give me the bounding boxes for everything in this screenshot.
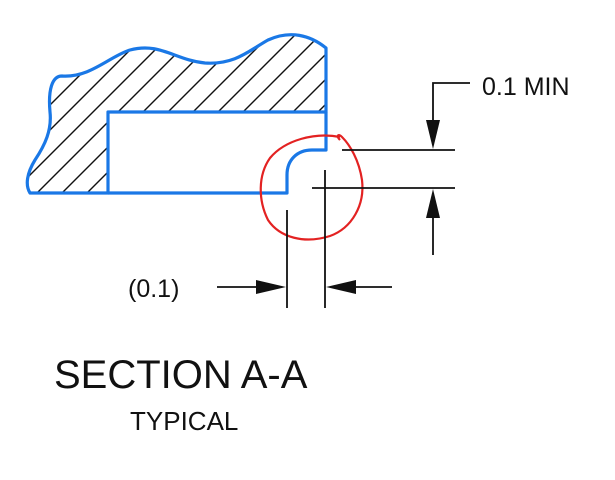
dimension-label-min: 0.1 MIN bbox=[482, 73, 570, 101]
section-title: SECTION A-A bbox=[54, 353, 308, 397]
arrow-down-icon bbox=[426, 120, 440, 149]
arrow-left-icon bbox=[326, 280, 356, 294]
arrow-up-icon bbox=[426, 189, 440, 218]
pocket-outline bbox=[108, 112, 328, 195]
part-outline bbox=[25, 33, 328, 195]
arrow-right-icon bbox=[256, 280, 286, 294]
markup-circle bbox=[259, 134, 364, 241]
section-subtitle: TYPICAL bbox=[130, 406, 238, 436]
vertical-dimension bbox=[426, 82, 470, 255]
dimension-label-reference: (0.1) bbox=[128, 275, 179, 303]
horizontal-dimension bbox=[217, 280, 392, 294]
